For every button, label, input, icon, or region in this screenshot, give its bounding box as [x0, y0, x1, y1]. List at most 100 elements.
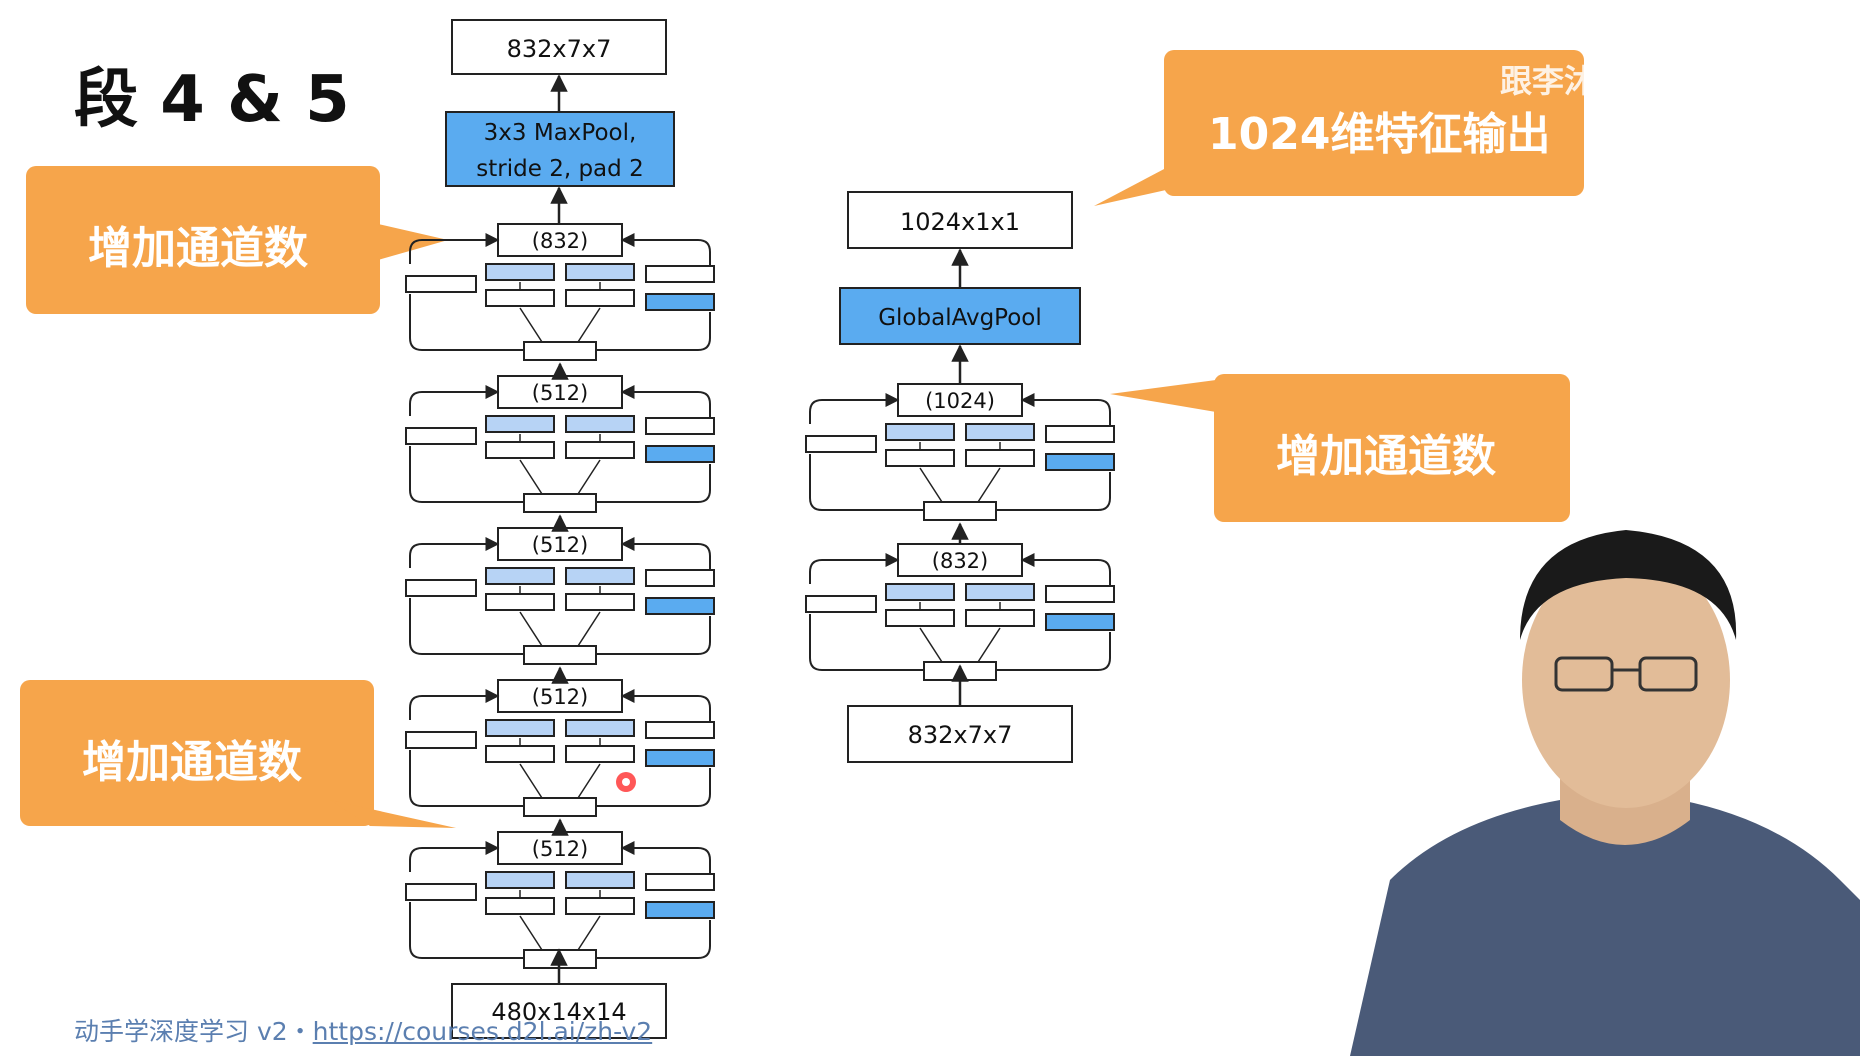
- branch-box: [965, 423, 1035, 441]
- left-inception-block: (512): [405, 527, 715, 665]
- concat-label: (512): [532, 685, 588, 709]
- laser-pointer: [616, 772, 636, 792]
- branch-box: [805, 435, 877, 453]
- callout-right-top-shape: [1094, 50, 1584, 206]
- branch-box: [645, 873, 715, 891]
- branch-box: [405, 883, 477, 901]
- branch-line: [809, 393, 900, 424]
- branch-line: [977, 627, 1001, 663]
- branch-box: [885, 423, 955, 441]
- branch-line: [577, 307, 601, 343]
- branch-box: [645, 901, 715, 919]
- concat-box: [497, 223, 623, 257]
- concat-label: (832): [932, 549, 988, 573]
- branch-box: [645, 569, 715, 587]
- branch-box: [485, 415, 555, 433]
- branch-box: [1045, 585, 1115, 603]
- branch-line: [977, 467, 1001, 503]
- branch-line: [596, 920, 711, 959]
- branch-line: [409, 841, 500, 872]
- left-inception-block: (512): [405, 831, 715, 969]
- branch-line: [620, 233, 711, 266]
- branch-box: [485, 567, 555, 585]
- right-inception-block: (1024): [805, 383, 1115, 521]
- left-maxpool-box: 3x3 MaxPool, stride 2, pad 2: [445, 111, 675, 187]
- branch-box: [565, 719, 635, 737]
- concat-label: (512): [532, 837, 588, 861]
- branch-line: [577, 915, 601, 951]
- left-inception-block: (512): [405, 375, 715, 513]
- callout-right-middle-text: 增加通道数: [1276, 431, 1496, 482]
- branch-box: [1045, 453, 1115, 471]
- concat-box: [497, 527, 623, 561]
- footer: 动手学深度学习 v2・https://courses.d2l.ai/zh-v2: [74, 1012, 652, 1048]
- branch-box: [405, 579, 477, 597]
- branch-line: [409, 750, 524, 807]
- branch-line: [409, 233, 500, 264]
- left-input-label: 480x14x14: [491, 998, 626, 1026]
- branch-line: [809, 614, 924, 671]
- watermark: 跟李沐学AI: [1500, 62, 1665, 100]
- branch-line: [596, 616, 711, 655]
- branch-box: [565, 415, 635, 433]
- presenter-shirt: [1350, 800, 1860, 1056]
- presenter-glasses: [1554, 656, 1698, 692]
- branch-line: [620, 689, 711, 722]
- branch-line: [409, 689, 500, 720]
- branch-box: [965, 583, 1035, 601]
- branch-line: [409, 294, 524, 351]
- left-output-label: 832x7x7: [507, 35, 612, 63]
- left-input-box: 480x14x14: [451, 983, 667, 1039]
- concat-label: (1024): [925, 389, 995, 413]
- branch-box: [645, 445, 715, 463]
- branch-line: [919, 467, 943, 503]
- branch-box: [1045, 425, 1115, 443]
- presenter-face: [1522, 552, 1730, 808]
- branch-line: [809, 454, 924, 511]
- footer-link[interactable]: https://courses.d2l.ai/zh-v2: [312, 1017, 653, 1046]
- branch-line: [409, 598, 524, 655]
- branch-line: [519, 307, 543, 343]
- branch-box: [645, 417, 715, 435]
- right-output-label: 1024x1x1: [900, 208, 1020, 236]
- concat-label: (832): [532, 229, 588, 253]
- callout-right-middle-shape: [1110, 374, 1570, 522]
- branch-line: [996, 632, 1111, 671]
- branch-line: [409, 446, 524, 503]
- branch-line: [577, 611, 601, 647]
- branch-box: [565, 871, 635, 889]
- branch-box: [565, 567, 635, 585]
- branch-line: [519, 459, 543, 495]
- callout-left-top-text: 增加通道数: [88, 223, 308, 274]
- branch-box: [645, 265, 715, 283]
- branch-box: [485, 871, 555, 889]
- callout-right-top-text: 1024维特征输出: [1208, 109, 1551, 160]
- presenter-hair: [1520, 530, 1737, 640]
- branch-line: [809, 553, 900, 584]
- branch-line: [620, 841, 711, 874]
- branch-box: [565, 263, 635, 281]
- branch-line: [409, 385, 500, 416]
- left-inception-blocks: (832) (512) (512) (512) (512): [405, 223, 715, 969]
- right-input-box: 832x7x7: [847, 705, 1073, 763]
- branch-line: [519, 611, 543, 647]
- branch-line: [519, 915, 543, 951]
- branch-line: [409, 537, 500, 568]
- branch-line: [577, 459, 601, 495]
- branch-box: [485, 263, 555, 281]
- right-input-label: 832x7x7: [908, 721, 1013, 749]
- footer-course: 动手学深度学习 v2・: [74, 1017, 313, 1046]
- branch-line: [596, 768, 711, 807]
- right-output-box: 1024x1x1: [847, 191, 1073, 249]
- branch-line: [996, 472, 1111, 511]
- branch-box: [485, 719, 555, 737]
- branch-box: [1045, 613, 1115, 631]
- callout-left-bottom-shape: [20, 680, 456, 828]
- branch-line: [620, 537, 711, 570]
- branch-box: [885, 583, 955, 601]
- branch-box: [805, 595, 877, 613]
- concat-box: [897, 383, 1023, 417]
- branch-box: [645, 597, 715, 615]
